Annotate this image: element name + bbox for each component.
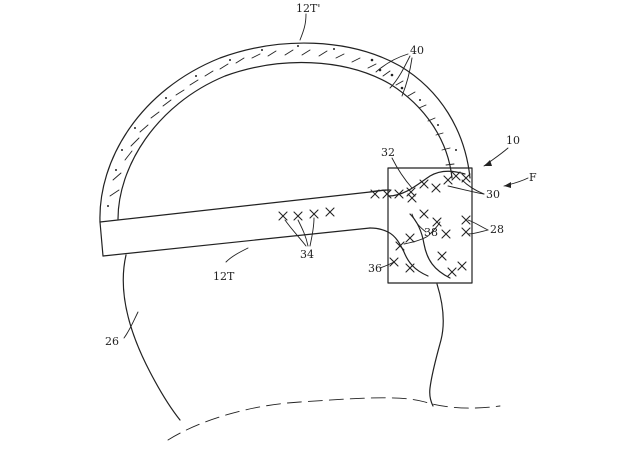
label-28: 28 <box>490 223 504 236</box>
leader-lines <box>123 13 529 339</box>
top-strap <box>99 42 471 223</box>
label-10: 10 <box>506 134 520 147</box>
label-30: 30 <box>486 188 500 201</box>
side-strap <box>99 189 391 257</box>
reference-labels: 12T' 40 10 F 32 30 28 38 34 36 12T 26 <box>105 2 537 348</box>
label-40: 40 <box>410 44 424 57</box>
label-12t-prime: 12T' <box>296 2 320 15</box>
strap-dots <box>107 45 457 207</box>
label-f: F <box>529 171 537 184</box>
head-outline <box>122 254 501 441</box>
label-32: 32 <box>381 146 395 159</box>
label-34: 34 <box>300 248 314 261</box>
strap-hatching <box>109 49 455 197</box>
label-26: 26 <box>105 335 119 348</box>
label-12t: 12T <box>213 270 235 283</box>
label-36: 36 <box>368 262 382 275</box>
arrowheads <box>484 160 511 188</box>
label-38: 38 <box>424 226 438 239</box>
